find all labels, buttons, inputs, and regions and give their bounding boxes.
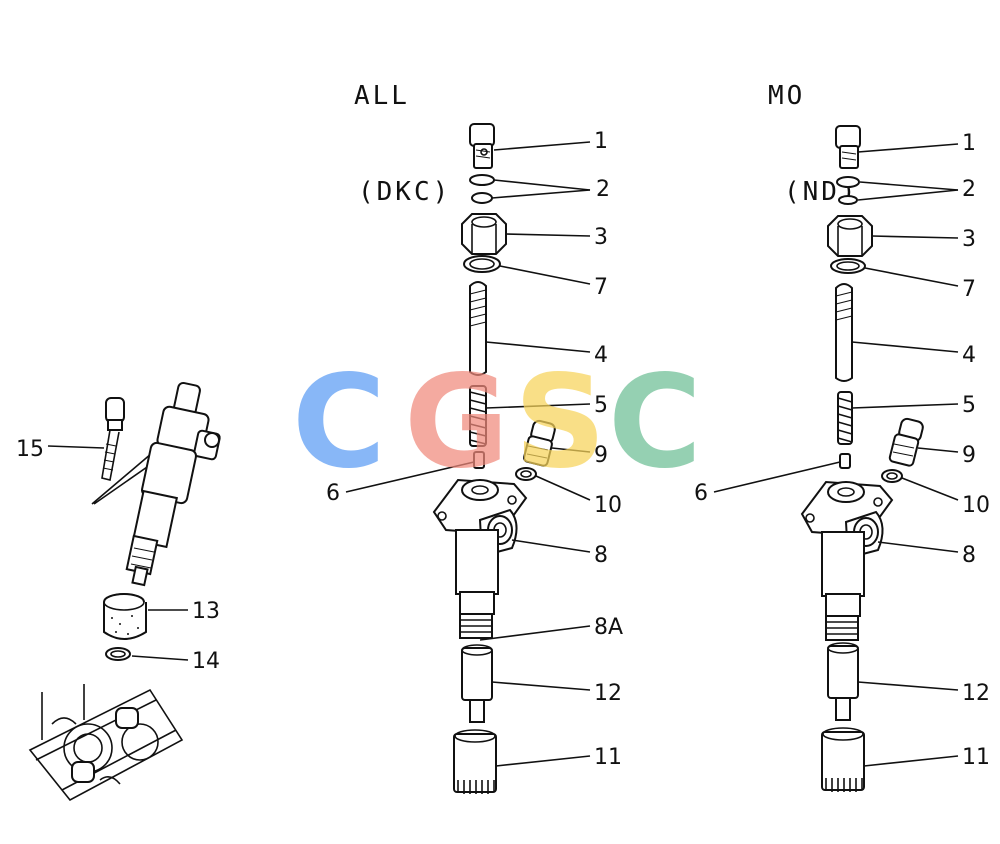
center-part-4-rod — [469, 281, 487, 376]
header-all: ALL (DKC) — [354, 16, 451, 272]
center-label-4: 4 — [594, 343, 608, 368]
center-part-2-washer-a — [469, 174, 495, 186]
center-label-9: 9 — [594, 443, 608, 468]
right-part-2-washer-a — [836, 176, 860, 188]
right-part-6-pin — [839, 453, 851, 469]
right-part-5-spring — [837, 391, 853, 445]
center-label-2: 2 — [596, 177, 610, 202]
right-label-10: 10 — [962, 493, 990, 518]
label-13: 13 — [192, 599, 220, 624]
watermark-letter-c1: C — [292, 348, 386, 497]
center-part-3-nut — [461, 213, 507, 255]
right-label-5: 5 — [962, 393, 976, 418]
right-column-assembly: 1 2 3 7 — [694, 125, 990, 792]
center-part-11-nut — [453, 729, 497, 794]
right-label-3: 3 — [962, 227, 976, 252]
center-part-8-holder — [432, 478, 528, 639]
part-14-washer — [105, 647, 131, 661]
center-column-assembly: 1 2 3 7 — [326, 123, 623, 794]
header-mo-line1: MO — [768, 81, 806, 111]
part-13-sleeve — [103, 593, 147, 640]
right-label-7: 7 — [962, 277, 976, 302]
center-part-10-washer — [515, 467, 537, 481]
center-part-12-nozzle — [461, 644, 493, 723]
right-label-4: 4 — [962, 343, 976, 368]
right-part-11-nut — [821, 727, 865, 792]
center-label-8: 8 — [594, 543, 608, 568]
right-part-3-nut — [827, 215, 873, 257]
center-label-11: 11 — [594, 745, 622, 770]
right-label-12: 12 — [962, 681, 990, 706]
cylinder-head-section — [28, 684, 184, 802]
lead-15 — [47, 445, 105, 449]
watermark-letter-g: G — [404, 348, 509, 497]
left-injector-assembly: 15 — [16, 381, 221, 802]
right-label-11: 11 — [962, 745, 990, 770]
center-label-3: 3 — [594, 225, 608, 250]
right-part-12-nozzle — [827, 642, 859, 721]
right-label-6: 6 — [694, 481, 708, 506]
right-part-10-washer — [881, 469, 903, 483]
center-label-5: 5 — [594, 393, 608, 418]
right-label-1: 1 — [962, 131, 976, 156]
right-label-2: 2 — [962, 177, 976, 202]
label-14: 14 — [192, 649, 220, 674]
left-injector-body — [125, 381, 221, 587]
center-label-6: 6 — [326, 481, 340, 506]
center-part-6-pin — [473, 451, 485, 469]
right-part-8-holder — [800, 480, 894, 641]
center-part-2-washer-b — [471, 192, 493, 204]
center-label-8a: 8A — [594, 615, 623, 640]
center-label-1: 1 — [594, 129, 608, 154]
right-part-9-fitting — [888, 417, 924, 467]
center-part-5-spring — [469, 385, 487, 447]
right-part-2-washer-b — [838, 195, 858, 205]
header-all-line2: (DKC) — [358, 177, 452, 207]
center-label-7: 7 — [594, 275, 608, 300]
header-all-line1: ALL — [354, 81, 410, 111]
center-part-9-fitting — [523, 419, 556, 467]
right-part-4-rod — [835, 283, 853, 382]
cgsc-watermark: C G S C — [292, 348, 702, 497]
center-label-12: 12 — [594, 681, 622, 706]
right-part-1-bolt — [835, 125, 861, 169]
right-label-8: 8 — [962, 543, 976, 568]
label-15: 15 — [16, 437, 44, 462]
right-part-7-gasket — [830, 258, 866, 274]
part-15-bolt — [101, 397, 125, 481]
watermark-letter-s: S — [514, 348, 606, 497]
lead-14 — [131, 655, 189, 661]
center-part-1-bolt — [469, 123, 495, 169]
watermark-letter-c2: C — [608, 348, 702, 497]
center-label-10: 10 — [594, 493, 622, 518]
right-label-9: 9 — [962, 443, 976, 468]
